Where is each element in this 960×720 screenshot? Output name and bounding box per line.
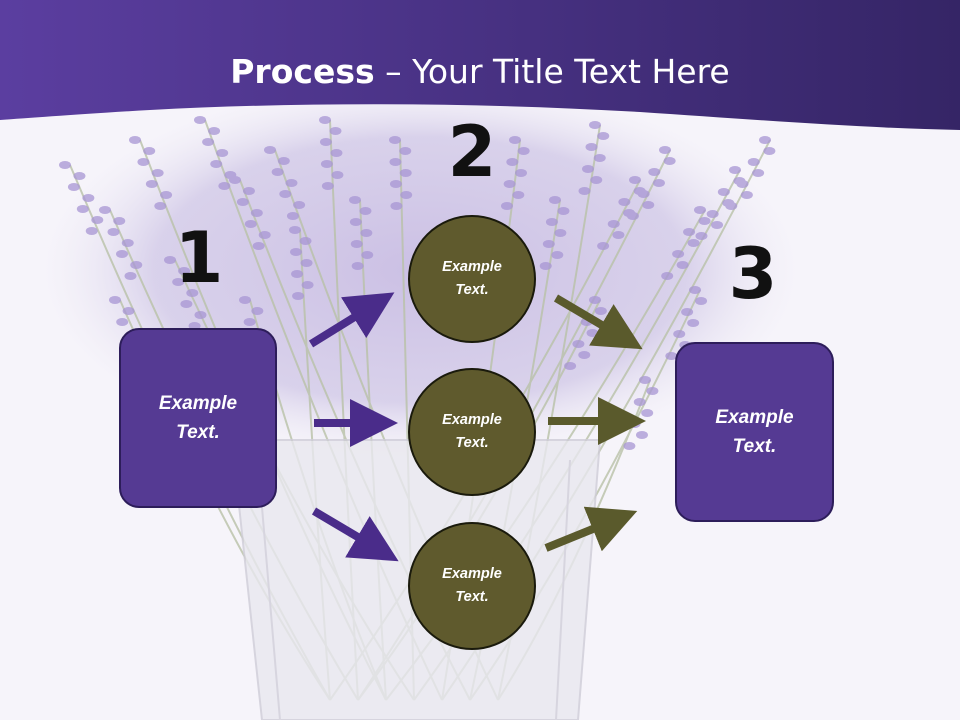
- step-1-label: Example Text.: [158, 393, 238, 443]
- step-2-circle-middle: Example Text.: [408, 368, 536, 496]
- title-bold: Process: [230, 52, 375, 91]
- step-2-number: 2: [447, 111, 497, 193]
- step-1-box: Example Text.: [119, 328, 277, 508]
- step-2-circle-middle-label: Example Text.: [442, 412, 502, 451]
- arrow-1-to-2-bottom: [311, 507, 399, 562]
- step-2-circle-bottom: Example Text.: [408, 522, 536, 650]
- step-1-number: 1: [174, 217, 224, 299]
- step-3-number: 3: [728, 233, 778, 315]
- arrow-2-to-3-top: [553, 294, 643, 350]
- step-2-circle-top-label: Example Text.: [442, 259, 502, 298]
- title-rest: – Your Title Text Here: [374, 52, 730, 91]
- header-band: [0, 0, 960, 130]
- step-3-label: Example Text.: [715, 407, 794, 457]
- arrow-1-to-2-top: [308, 292, 395, 348]
- step-2-circle-top: Example Text.: [408, 215, 536, 343]
- arrow-2-to-3-bottom: [544, 506, 638, 552]
- slide-title: Process – Your Title Text Here: [0, 52, 960, 91]
- step-2-circle-bottom-label: Example Text.: [442, 566, 502, 605]
- step-3-box: Example Text.: [675, 342, 834, 522]
